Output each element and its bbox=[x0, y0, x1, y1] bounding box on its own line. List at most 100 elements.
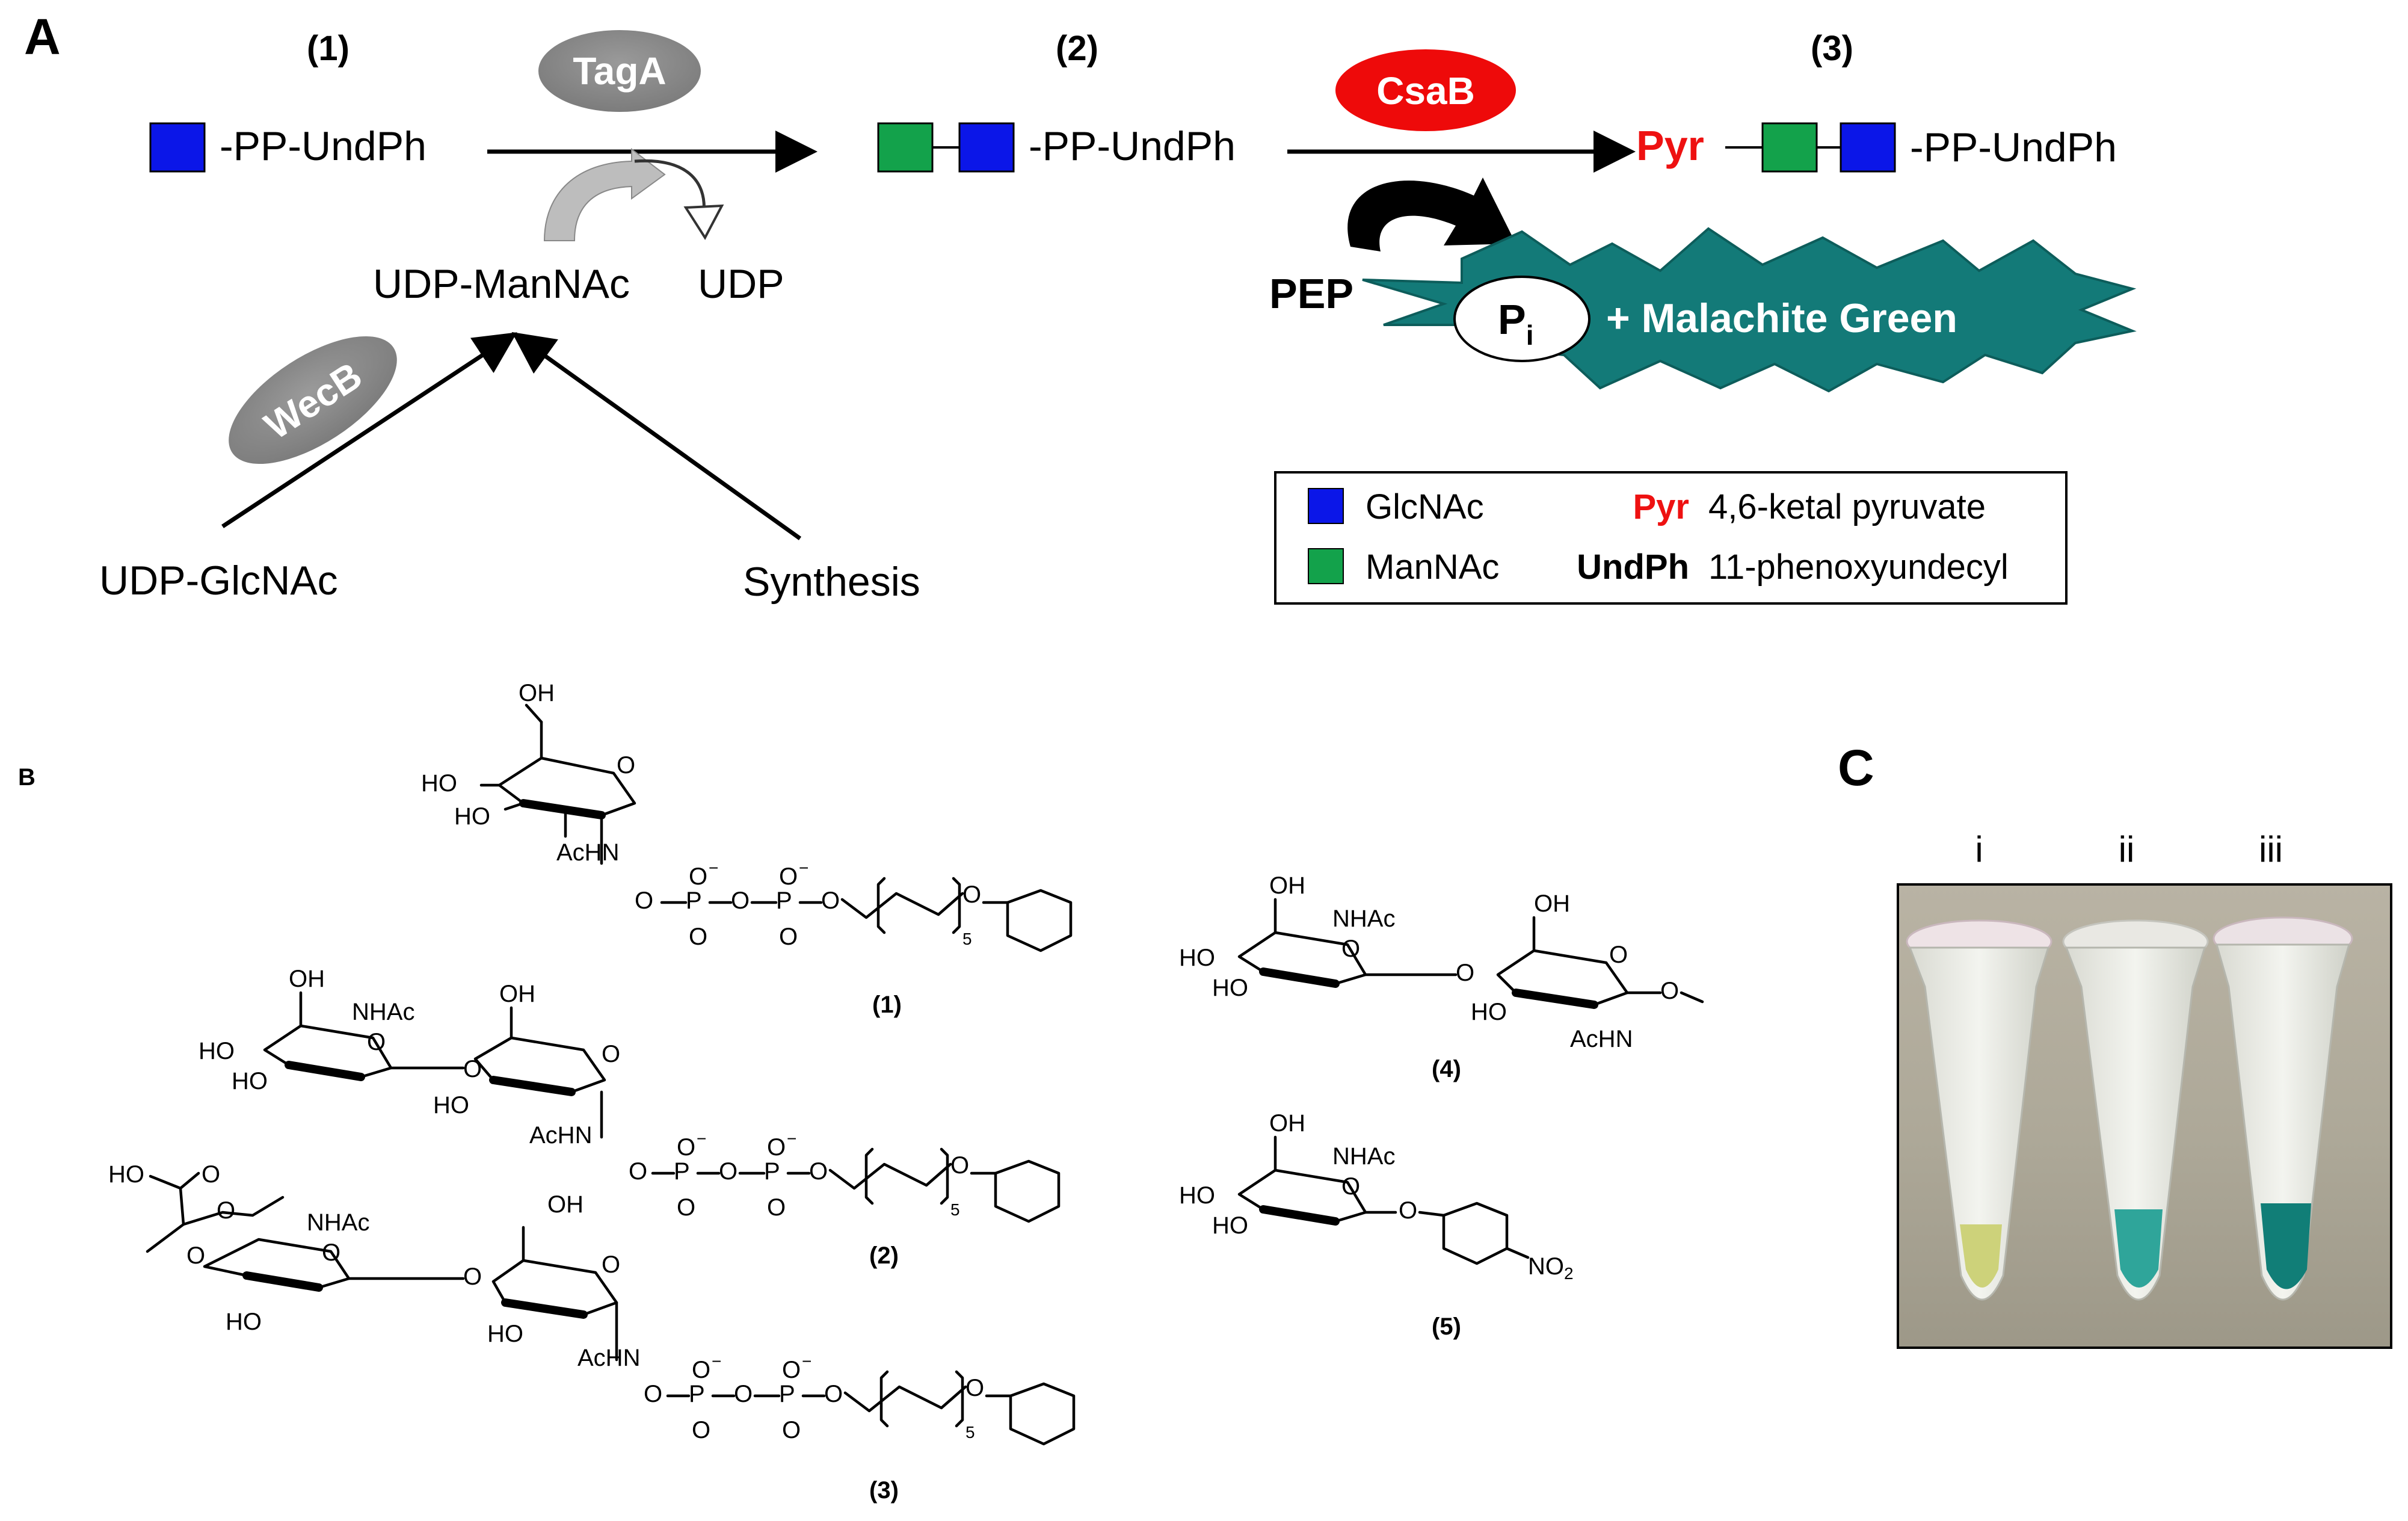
panel-b: B OH O HO HO AcHN O P O− O O P O− bbox=[18, 680, 1704, 1504]
svg-text:NHAc: NHAc bbox=[1332, 906, 1395, 932]
svg-text:HO: HO bbox=[1471, 999, 1507, 1025]
svg-text:AcHN: AcHN bbox=[1570, 1026, 1633, 1052]
substrate-2-label: -PP-UndPh bbox=[1029, 123, 1236, 169]
glcnac-square bbox=[1840, 122, 1896, 173]
no2-group: NO2 bbox=[1528, 1253, 1574, 1283]
svg-text:−: − bbox=[802, 1352, 811, 1371]
svg-text:O: O bbox=[965, 1375, 984, 1401]
pi-label: Pi bbox=[1498, 296, 1533, 351]
svg-text:O: O bbox=[692, 1417, 710, 1443]
compound-3-label: (3) bbox=[869, 1477, 899, 1504]
svg-text:O: O bbox=[677, 1194, 695, 1221]
tube-label-iii: iii bbox=[2259, 829, 2283, 869]
panel-a-label: A bbox=[24, 8, 61, 65]
svg-text:AcHN: AcHN bbox=[556, 839, 619, 866]
svg-text:O: O bbox=[962, 881, 981, 908]
svg-text:O: O bbox=[779, 924, 798, 950]
compound-2-structure: OH NHAc O HO HO O OH O HO AcHN O P O− O … bbox=[199, 966, 1061, 1223]
compound-2-label: (2) bbox=[869, 1242, 899, 1269]
legend-undph-key: UndPh bbox=[1577, 548, 1689, 587]
svg-text:O: O bbox=[731, 887, 750, 914]
substrate-3-label: -PP-UndPh bbox=[1910, 125, 2117, 170]
svg-text:O: O bbox=[950, 1152, 969, 1179]
udp-arrowhead bbox=[683, 204, 724, 240]
svg-text:OH: OH bbox=[1534, 890, 1570, 917]
compound-1-label: (1) bbox=[872, 992, 902, 1018]
panel-a: A (1) (2) (3) -PP-UndPh TagA UDP-ManNAc … bbox=[24, 8, 2137, 605]
svg-text:O: O bbox=[689, 863, 707, 890]
svg-text:O: O bbox=[217, 1197, 235, 1224]
svg-text:AcHN: AcHN bbox=[577, 1345, 640, 1371]
tube-ii-liquid bbox=[2114, 1209, 2163, 1288]
svg-text:O: O bbox=[689, 924, 707, 950]
svg-text:O: O bbox=[463, 1056, 482, 1082]
svg-text:O: O bbox=[767, 1194, 786, 1221]
svg-text:O: O bbox=[1341, 936, 1360, 962]
legend-glcnac-swatch bbox=[1308, 488, 1344, 524]
svg-text:−: − bbox=[787, 1129, 796, 1148]
compound-1-number: (1) bbox=[307, 29, 349, 68]
wecb-enzyme-oval bbox=[229, 336, 397, 464]
svg-text:O: O bbox=[677, 1134, 695, 1161]
glcnac-square bbox=[149, 122, 206, 173]
udp-mannac-curved-arrow bbox=[543, 147, 666, 241]
svg-text:HO: HO bbox=[1212, 975, 1248, 1001]
svg-text:O: O bbox=[322, 1239, 340, 1266]
svg-text:O: O bbox=[202, 1161, 220, 1188]
svg-text:HO: HO bbox=[108, 1161, 144, 1188]
svg-text:O: O bbox=[1399, 1197, 1417, 1224]
synthesis-arrow bbox=[511, 332, 802, 540]
udp-mannac-label: UDP-ManNAc bbox=[373, 261, 630, 307]
pep-label: PEP bbox=[1269, 270, 1353, 317]
csab-enzyme-oval bbox=[1335, 49, 1516, 131]
panel-c-label: C bbox=[1838, 739, 1874, 796]
svg-text:HO: HO bbox=[433, 1092, 469, 1118]
svg-text:HO: HO bbox=[421, 770, 457, 797]
legend-undph-desc: 11-phenoxyundecyl bbox=[1708, 548, 2009, 587]
svg-text:P: P bbox=[776, 887, 792, 914]
svg-text:HO: HO bbox=[232, 1068, 268, 1094]
svg-text:OH: OH bbox=[499, 981, 535, 1007]
svg-text:O: O bbox=[629, 1158, 647, 1185]
svg-text:O: O bbox=[767, 1134, 786, 1161]
svg-text:O: O bbox=[635, 887, 653, 914]
mannac-square bbox=[877, 122, 934, 173]
svg-text:OH: OH bbox=[519, 680, 555, 706]
mannac-square bbox=[1761, 122, 1818, 173]
svg-text:OH: OH bbox=[1269, 1110, 1305, 1137]
svg-text:OH: OH bbox=[289, 966, 325, 992]
svg-text:−: − bbox=[799, 859, 808, 877]
svg-text:O: O bbox=[602, 1251, 620, 1278]
udp-label: UDP bbox=[698, 261, 784, 307]
svg-text:O: O bbox=[719, 1158, 737, 1185]
malachite-green-label: + Malachite Green bbox=[1606, 295, 1957, 341]
pi-oval bbox=[1453, 276, 1590, 362]
svg-text:O: O bbox=[692, 1357, 710, 1383]
legend-pyr-desc: 4,6-ketal pyruvate bbox=[1708, 487, 1986, 526]
svg-text:P: P bbox=[764, 1158, 780, 1185]
taga-enzyme-oval bbox=[538, 30, 701, 112]
svg-text:P: P bbox=[674, 1158, 690, 1185]
wecb-arrow bbox=[221, 332, 517, 528]
svg-text:−: − bbox=[697, 1129, 706, 1148]
svg-text:O: O bbox=[1456, 960, 1474, 986]
legend-mannac: ManNAc bbox=[1366, 548, 1499, 587]
svg-text:P: P bbox=[689, 1381, 705, 1407]
svg-text:HO: HO bbox=[1179, 1182, 1215, 1209]
pyr-label: Pyr bbox=[1636, 122, 1704, 169]
svg-text:O: O bbox=[779, 863, 798, 890]
tube-i bbox=[1906, 919, 2052, 1301]
svg-text:P: P bbox=[686, 887, 702, 914]
svg-text:HO: HO bbox=[226, 1309, 262, 1335]
tube-i-liquid bbox=[1960, 1224, 2002, 1288]
tube-label-i: i bbox=[1975, 829, 1983, 869]
svg-text:O: O bbox=[644, 1381, 662, 1407]
legend-box bbox=[1274, 471, 2068, 605]
compound-3-number: (3) bbox=[1811, 29, 1853, 68]
svg-text:HO: HO bbox=[1212, 1212, 1248, 1239]
svg-text:O: O bbox=[1660, 978, 1679, 1004]
substrate-1-label: -PP-UndPh bbox=[220, 123, 426, 169]
legend-pyr-key: Pyr bbox=[1633, 487, 1689, 526]
udp-curved-arrow bbox=[634, 159, 706, 214]
